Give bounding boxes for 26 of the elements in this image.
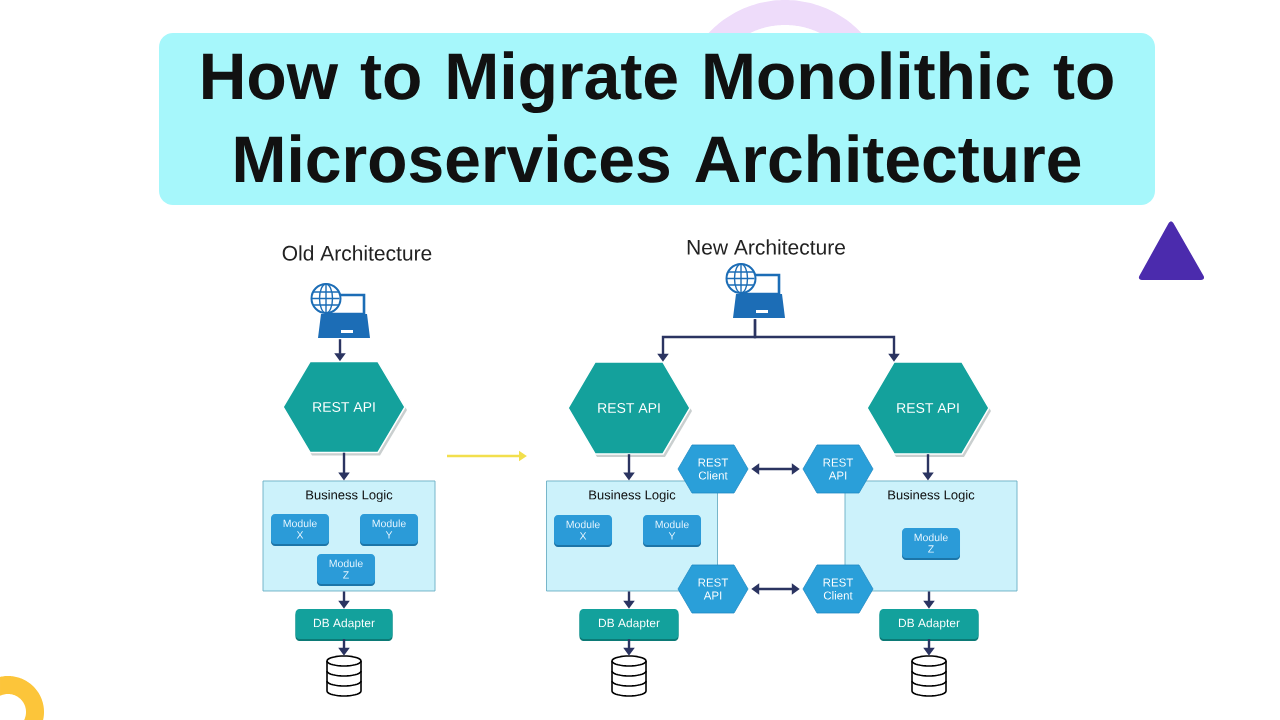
hexagon: REST Client bbox=[677, 444, 749, 494]
module-box: Module X bbox=[271, 514, 329, 546]
hexagon: REST API bbox=[866, 361, 991, 457]
module-box: Module Y bbox=[643, 515, 701, 547]
section-heading: Old Architecture bbox=[282, 245, 432, 261]
adapter-box: DB Adapter bbox=[295, 609, 393, 641]
hexagon: REST API bbox=[567, 361, 692, 457]
module-box: Module Z bbox=[317, 554, 375, 586]
module-box: Module X bbox=[554, 515, 612, 547]
database-icon bbox=[326, 655, 362, 697]
module-box: Module Y bbox=[360, 514, 418, 546]
laptop-icon bbox=[725, 263, 785, 318]
arrow bbox=[751, 583, 800, 595]
arrow bbox=[753, 319, 900, 362]
adapter-box: DB Adapter bbox=[879, 609, 979, 641]
arrow bbox=[751, 463, 800, 475]
hexagon: REST API bbox=[802, 444, 874, 494]
adapter-box: DB Adapter bbox=[579, 609, 679, 641]
database-icon bbox=[611, 655, 647, 697]
title-banner: How to Migrate Monolithic to Microservices Architecture bbox=[159, 33, 1155, 205]
module-box: Module Z bbox=[902, 528, 960, 560]
database-icon bbox=[911, 655, 947, 697]
laptop-icon bbox=[310, 283, 370, 338]
hexagon: REST API bbox=[282, 360, 407, 456]
hexagon: REST Client bbox=[802, 564, 874, 614]
hexagon: REST API bbox=[677, 564, 749, 614]
